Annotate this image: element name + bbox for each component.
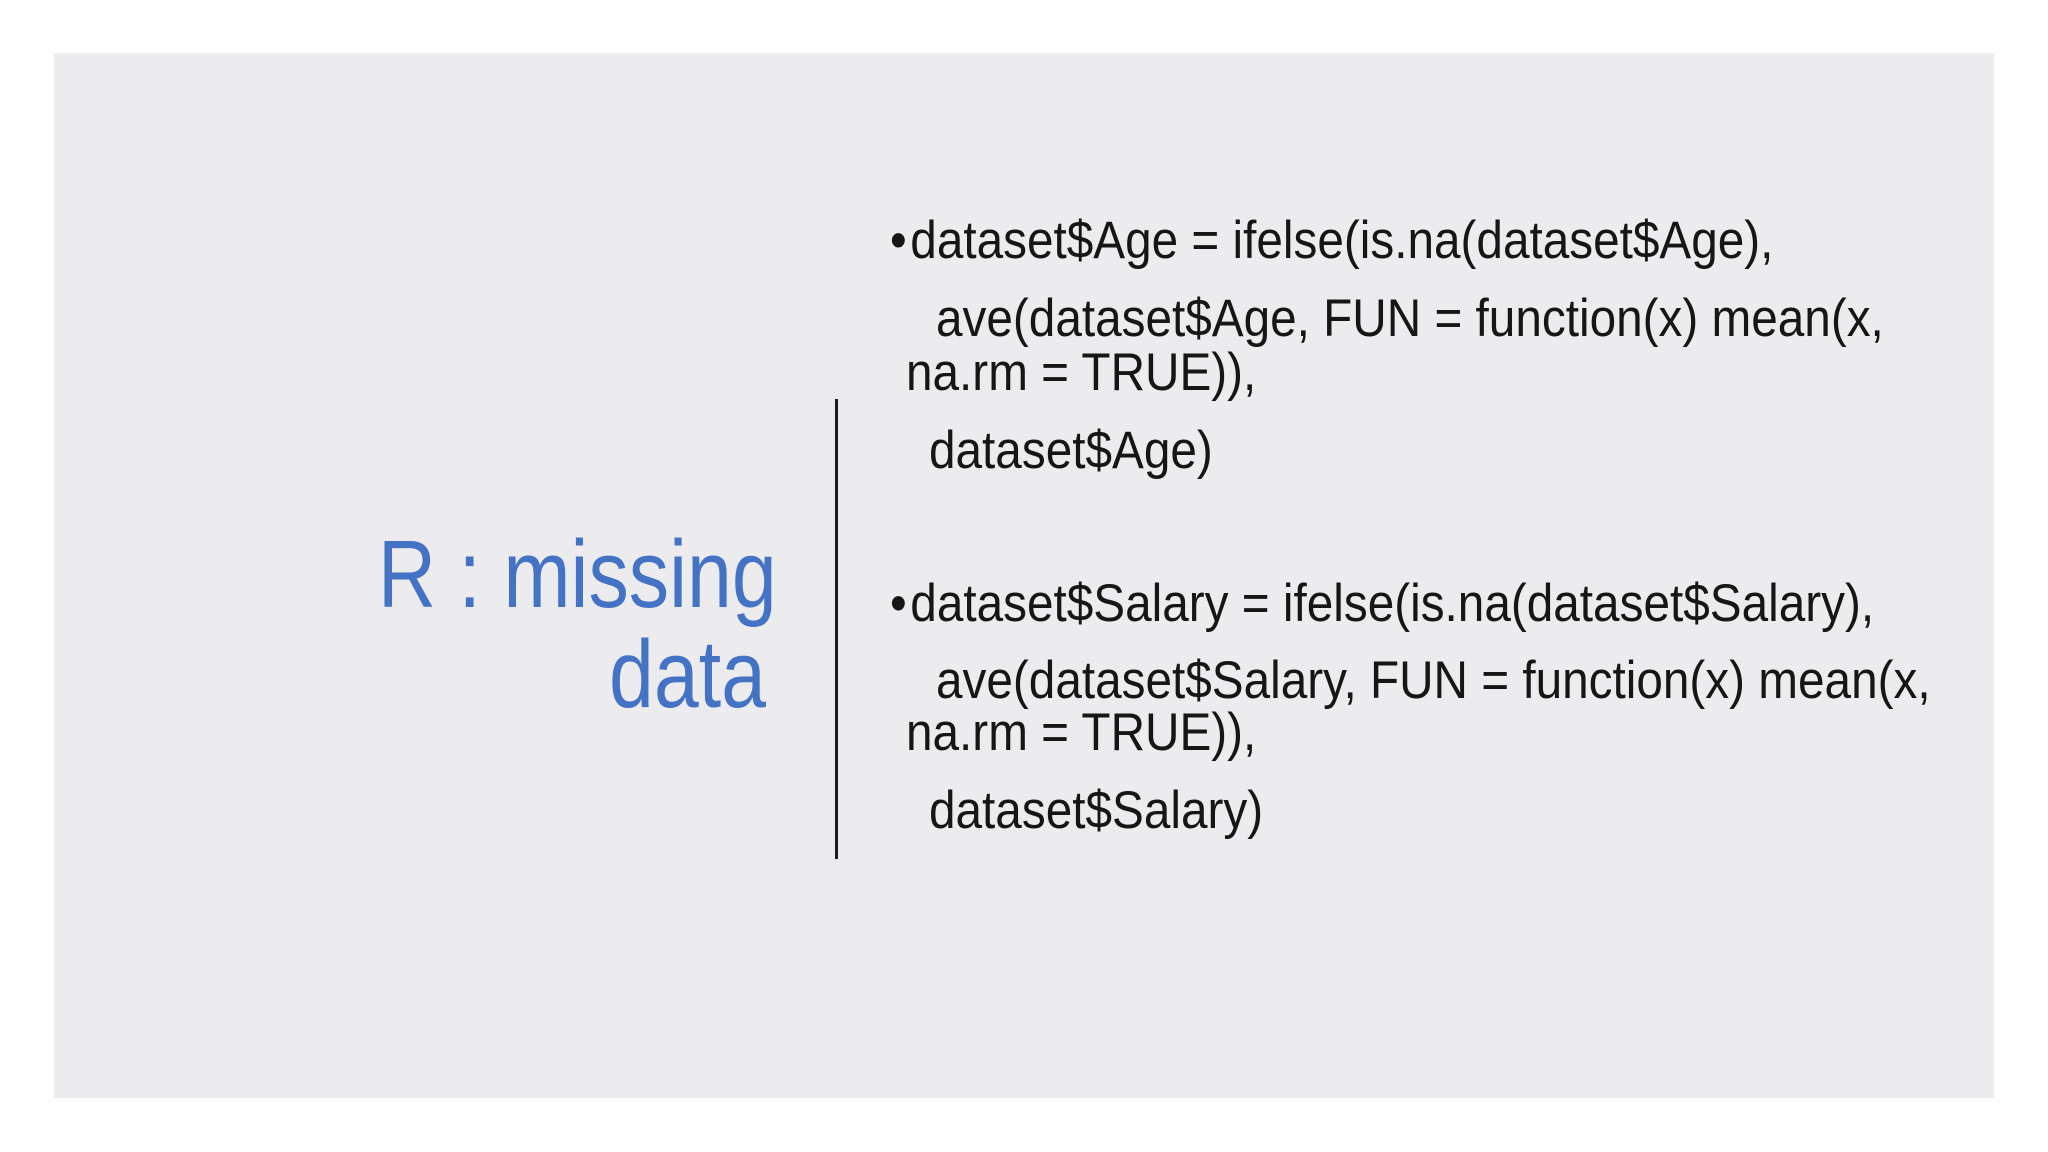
- code-line: na.rm = TRUE)),: [906, 346, 1256, 399]
- code-line: dataset$Salary): [929, 784, 1263, 837]
- code-text: dataset$Age): [929, 421, 1213, 480]
- code-text: dataset$Age = ifelse(is.na(dataset$Age),: [910, 211, 1774, 270]
- bullet-marker: •: [890, 211, 907, 270]
- code-text: na.rm = TRUE)),: [906, 703, 1257, 762]
- code-line: ave(dataset$Age, FUN = function(x) mean(…: [936, 292, 1884, 345]
- code-text: dataset$Salary): [929, 781, 1264, 840]
- code-line: •dataset$Salary = ifelse(is.na(dataset$S…: [890, 577, 1874, 630]
- code-line: •dataset$Age = ifelse(is.na(dataset$Age)…: [890, 214, 1773, 267]
- code-line: ave(dataset$Salary, FUN = function(x) me…: [936, 654, 1931, 707]
- code-text: na.rm = TRUE)),: [906, 343, 1257, 402]
- code-text: dataset$Salary = ifelse(is.na(dataset$Sa…: [910, 574, 1875, 633]
- slide-canvas: R : missing data •dataset$Age = ifelse(i…: [54, 53, 1994, 1098]
- title-line-2: data: [609, 621, 766, 728]
- code-text: ave(dataset$Salary, FUN = function(x) me…: [936, 651, 1931, 710]
- bullet-marker: •: [890, 574, 907, 633]
- code-line: dataset$Age): [929, 424, 1213, 477]
- code-text: ave(dataset$Age, FUN = function(x) mean(…: [936, 289, 1884, 348]
- slide-title: R : missing data: [377, 521, 777, 728]
- title-line-1: R : missing: [377, 521, 777, 628]
- code-line: na.rm = TRUE)),: [906, 706, 1256, 759]
- divider-line: [835, 399, 838, 859]
